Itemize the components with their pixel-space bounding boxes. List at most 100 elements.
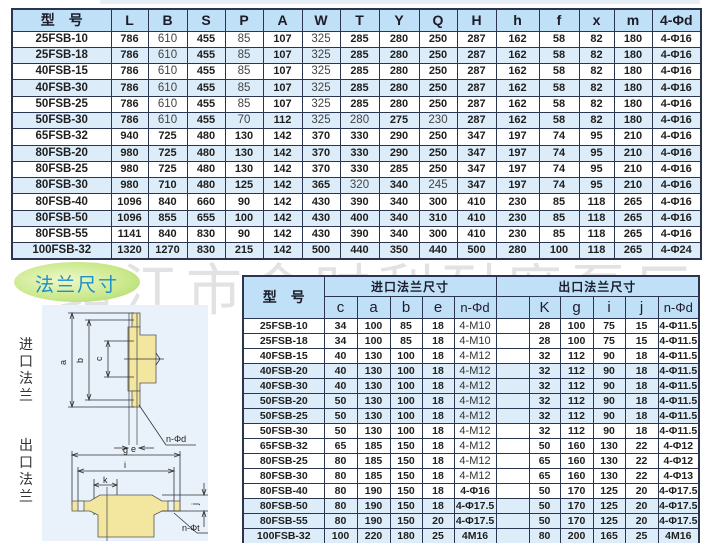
outlet-flange-group-header: 出口法兰尺寸 xyxy=(495,275,700,297)
dimension-cell: 285 xyxy=(339,63,380,81)
dimension-cell: 365 xyxy=(301,177,341,195)
inlet-dimension-cell: 80 xyxy=(323,512,358,529)
dimension-cell: 840 xyxy=(147,193,188,211)
inlet-dimension-cell: 18 xyxy=(421,407,455,424)
outlet-dimension-cell: 160 xyxy=(559,452,594,469)
inlet-dimension-cell: 150 xyxy=(389,467,423,484)
outlet-dimension-cell: 28 xyxy=(528,332,561,349)
model-cell: 80FSB-30 xyxy=(242,467,325,484)
outlet-bolt-cell: 4-Φ11.5 xyxy=(657,347,700,364)
dimension-cell: 280 xyxy=(378,79,420,97)
column-header-Q: Q xyxy=(418,8,458,32)
inlet-flange-label: 进口法兰 xyxy=(18,336,34,404)
dimension-cell: 210 xyxy=(613,144,653,162)
column-header-model: 型 号 xyxy=(11,8,112,32)
dimension-cell: 95 xyxy=(578,144,615,162)
dimension-cell: 455 xyxy=(186,46,226,65)
outlet-header-g: g xyxy=(559,295,594,319)
outlet-header-i: i xyxy=(592,295,626,319)
dimension-cell: 82 xyxy=(578,95,615,113)
dimension-cell: 95 xyxy=(578,128,615,146)
outlet-dimension-cell: 50 xyxy=(528,512,561,529)
outlet-dimension-cell: 18 xyxy=(624,347,659,364)
model-cell: 80FSB-30 xyxy=(11,177,112,195)
inlet-dimension-cell: 65 xyxy=(323,437,358,454)
column-header-A: A xyxy=(262,8,303,32)
dimension-cell: 118 xyxy=(578,226,615,244)
dimension-cell: 265 xyxy=(613,242,653,260)
inlet-dimension-cell: 34 xyxy=(323,317,358,334)
dimension-cell: 118 xyxy=(578,242,615,260)
outlet-dimension-cell: 112 xyxy=(559,422,594,439)
dimension-cell: 4-Φ16 xyxy=(651,95,702,113)
outlet-dimension-cell: 22 xyxy=(624,467,659,484)
inlet-dimension-cell: 150 xyxy=(389,452,423,469)
model-cell: 80FSB-50 xyxy=(242,497,325,514)
dimension-cell: 390 xyxy=(339,226,380,244)
dimension-cell: 4-Φ16 xyxy=(651,209,702,228)
dimension-cell: 325 xyxy=(301,46,341,65)
inlet-dimension-cell: 130 xyxy=(356,362,391,379)
dimension-cell: 430 xyxy=(301,193,341,211)
column-header-f: f xyxy=(538,8,580,32)
dimension-cell: 480 xyxy=(186,160,226,179)
inlet-dimension-cell: 150 xyxy=(389,497,423,514)
dimension-cell: 610 xyxy=(147,63,188,81)
inlet-dimension-cell: 100 xyxy=(389,407,423,424)
dimension-cell: 4-Φ16 xyxy=(651,226,702,244)
dimension-cell: 230 xyxy=(495,209,540,228)
dimension-cell: 142 xyxy=(262,242,303,260)
inlet-dimension-cell: 18 xyxy=(421,392,455,409)
outlet-dimension-cell: 125 xyxy=(592,512,626,529)
outlet-bolt-cell: 4-Φ11.5 xyxy=(657,332,700,349)
dimension-cell: 287 xyxy=(456,111,497,130)
spacer-cell xyxy=(495,392,530,409)
dimension-cell: 980 xyxy=(110,160,149,179)
inlet-dimension-cell: 18 xyxy=(421,317,455,334)
dimension-cell: 1320 xyxy=(110,242,149,260)
inlet-bolt-cell: 4-M12 xyxy=(453,452,497,469)
column-header-S: S xyxy=(186,8,226,32)
pump-dimensions-table: 型 号 L B S P A W T Y Q H h f x m 4-Φd 25F… xyxy=(11,8,702,261)
flange-column-header-model: 型 号 xyxy=(242,275,325,319)
dimension-cell: 74 xyxy=(538,160,580,179)
inlet-bolt-cell: 4-Φ17.5 xyxy=(453,497,497,514)
dimension-cell: 725 xyxy=(147,128,188,146)
dimension-cell: 830 xyxy=(186,242,226,260)
dimension-cell: 250 xyxy=(418,144,458,162)
inlet-flange-group-header: 进口法兰尺寸 xyxy=(323,275,497,297)
model-cell: 50FSB-25 xyxy=(242,407,325,424)
dimension-cell: 290 xyxy=(378,128,420,146)
dimension-cell: 58 xyxy=(538,111,580,130)
inlet-dimension-cell: 50 xyxy=(323,422,358,439)
inlet-flange-label-text: 进口法兰 xyxy=(19,336,33,403)
dimension-cell: 265 xyxy=(613,226,653,244)
dimension-cell: 347 xyxy=(456,177,497,195)
dimension-cell: 320 xyxy=(339,177,380,195)
flange-diagram: a b c e n-Φd g i k j n-Φt xyxy=(42,305,208,541)
dimension-cell: 85 xyxy=(538,193,580,211)
outlet-dimension-cell: 20 xyxy=(624,497,659,514)
dimension-cell: 280 xyxy=(378,46,420,65)
inlet-bolt-cell: 4-M12 xyxy=(453,467,497,484)
inlet-dimension-cell: 25 xyxy=(421,527,455,543)
dimension-cell: 162 xyxy=(495,63,540,81)
inlet-dimension-cell: 185 xyxy=(356,467,391,484)
dimension-cell: 130 xyxy=(224,144,264,162)
dimension-cell: 4-Φ16 xyxy=(651,63,702,81)
outlet-bolt-cell: 4-Φ17.5 xyxy=(657,482,700,499)
model-cell: 80FSB-50 xyxy=(11,209,112,228)
inlet-dimension-cell: 130 xyxy=(356,347,391,364)
outlet-header-K: K xyxy=(528,295,561,319)
dimension-cell: 180 xyxy=(613,95,653,113)
inlet-dimension-cell: 18 xyxy=(421,332,455,349)
inlet-bolt-cell: 4-Φ17.5 xyxy=(453,512,497,529)
